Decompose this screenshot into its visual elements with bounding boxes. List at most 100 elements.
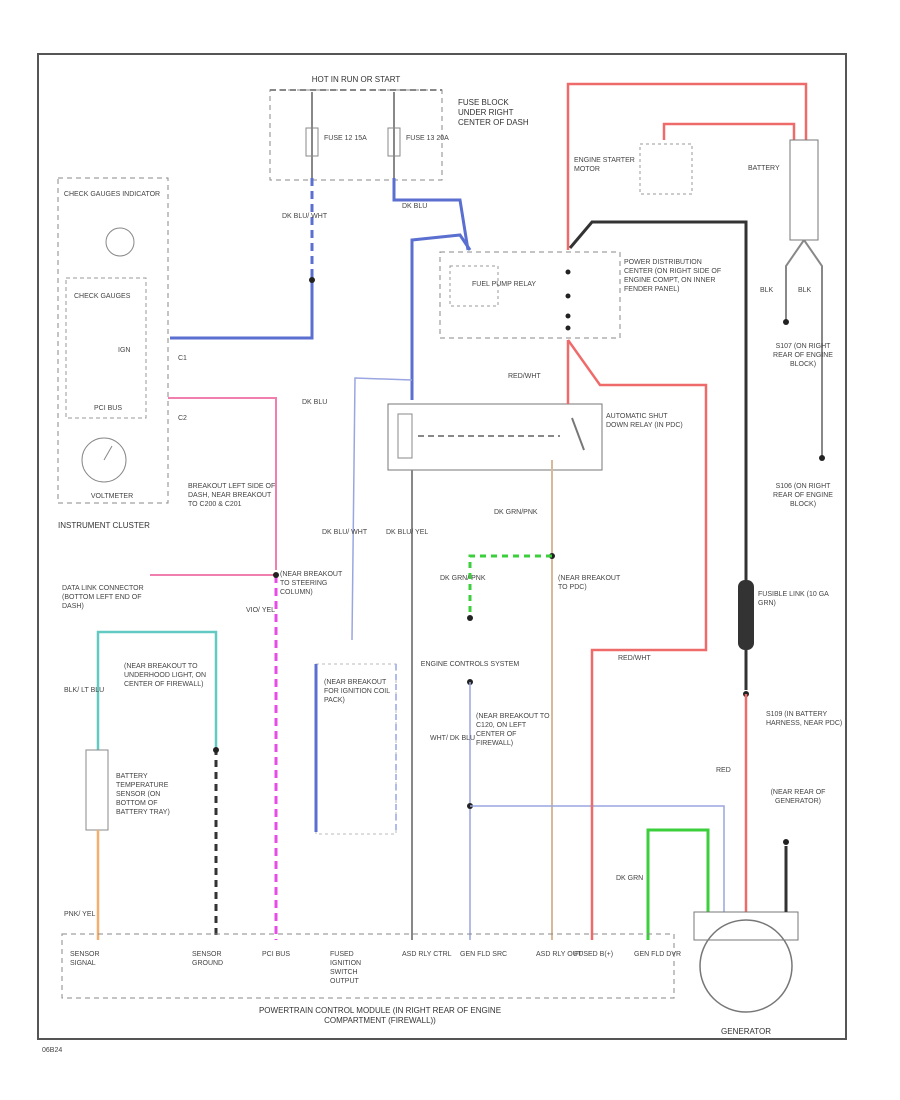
c2-label: C2: [178, 415, 187, 422]
fuse12-label: FUSE 12 15A: [324, 135, 367, 142]
splice-s215: [309, 277, 315, 283]
wire-code-blk-ltblu: BLK/ LT BLU: [64, 687, 104, 694]
wire-code-dkblu: DK BLU: [302, 399, 327, 406]
check-gauges-indicator-label: CHECK GAUGES INDICATOR: [64, 191, 160, 198]
pcm-pin-3: FUSED IGNITION SWITCH OUTPUT: [330, 951, 362, 985]
wire-dkgrn-gen-fld-dvr: [646, 828, 710, 940]
starter-wrap: ENGINE STARTER MOTOR: [574, 157, 635, 173]
diagram-frame: [37, 53, 847, 1040]
rear-gen-wrap: (NEAR REAR OF GENERATOR): [771, 789, 826, 805]
wire-red-starter: [662, 122, 796, 140]
engine-controls-node: [467, 615, 473, 621]
wire-code-blk-2: BLK: [798, 287, 812, 294]
wire-dkblu-to-coil: [351, 377, 413, 641]
gen-ground-node: [783, 839, 789, 845]
fuel-pump-relay-box: [449, 265, 499, 307]
pcm-pin-label: FUSED B(+): [574, 951, 614, 958]
fuel-pump-relay-label: FUEL PUMP RELAY: [472, 281, 536, 288]
ign-coil-wrap: (NEAR BREAKOUT FOR IGNITION COIL PACK): [324, 679, 390, 704]
asd-relay-coil-icon: [397, 413, 413, 459]
wire-blk-ltblu-teal: [96, 630, 218, 750]
underhood-light-wrap: (NEAR BREAKOUT TO UNDERHOOD LIGHT, ON CE…: [124, 663, 207, 688]
wire-blk-gen-output: [568, 220, 748, 580]
pcm-pin-label: ASD RLY OUT: [536, 951, 583, 958]
s106-label: S106 (ON RIGHT REAR OF ENGINE BLOCK): [773, 483, 833, 508]
wire-code-red-wht: RED/WHT: [508, 373, 541, 380]
starter-label: ENGINE STARTER MOTOR: [574, 157, 635, 173]
voltmeter-label: VOLTMETER: [91, 493, 133, 500]
fusible-link-icon: [738, 580, 754, 650]
pdc-node-3: [565, 313, 571, 319]
wire-code-vio-yel: VIO/ YEL: [246, 607, 275, 614]
fusible-link-wrap: FUSIBLE LINK (10 GA GRN): [758, 591, 829, 607]
pcm-pin-label: GEN FLD SRC: [460, 951, 508, 958]
cluster-module: [65, 277, 147, 419]
pcm-pin-label: FUSED IGNITION SWITCH OUTPUT: [330, 951, 362, 985]
pcm-pin-2: PCI BUS: [262, 951, 291, 958]
s101-wrap: (NEAR BREAKOUT TO PDC): [558, 575, 621, 591]
pcm-pin-8: GEN FLD DVR: [634, 951, 682, 958]
s120-wrap: (NEAR BREAKOUT TO C120, ON LEFT CENTER O…: [476, 713, 550, 747]
wire-blk-ground-s107: [785, 239, 805, 320]
wire-blk-ground-s106: [803, 239, 823, 456]
wire-gen-field-src: [470, 805, 725, 912]
splice-left-dash-label: BREAKOUT LEFT SIDE OF DASH, NEAR BREAKOU…: [188, 483, 276, 508]
underhood-light-label: (NEAR BREAKOUT TO UNDERHOOD LIGHT, ON CE…: [124, 663, 207, 688]
pcm-pin-label: PCI BUS: [262, 951, 291, 958]
battery-temp-wrap: BATTERY TEMPERATURE SENSOR (ON BOTTOM OF…: [116, 773, 170, 816]
s109-wrap: S109 (IN BATTERY HARNESS, NEAR PDC): [766, 711, 842, 727]
near-steering-label: (NEAR BREAKOUT TO STEERING COLUMN): [280, 571, 343, 596]
engine-controls-label: ENGINE CONTROLS SYSTEM: [421, 661, 520, 668]
wire-code-dkgrn-2: DK GRN: [616, 875, 643, 882]
s101-label: (NEAR BREAKOUT TO PDC): [558, 575, 621, 591]
pcm-label: POWERTRAIN CONTROL MODULE (IN RIGHT REAR…: [258, 1006, 502, 1025]
s120-label: (NEAR BREAKOUT TO C120, ON LEFT CENTER O…: [476, 713, 550, 747]
pcm-pin-6: ASD RLY OUT: [536, 951, 583, 958]
splice-s147: [213, 747, 219, 753]
data-link-label: DATA LINK CONNECTOR (BOTTOM LEFT END OF …: [62, 585, 144, 610]
wire-ign-to-cluster: [170, 275, 314, 340]
wire-red-wht-fused-b: [566, 339, 708, 940]
data-link-wrap: DATA LINK CONNECTOR (BOTTOM LEFT END OF …: [62, 585, 144, 610]
asd-relay-label: AUTOMATIC SHUT DOWN RELAY (IN PDC): [606, 413, 683, 429]
check-gauges-lamp-icon: [105, 227, 135, 257]
pcm-pin-labels: SENSOR SIGNAL SENSOR GROUND PCI BUS FUSED I…: [70, 951, 682, 985]
wire-code-fuse12: DK BLU/ WHT: [282, 213, 328, 220]
pdc-wrap: POWER DISTRIBUTION CENTER (ON RIGHT SIDE…: [624, 259, 721, 293]
pci-bus-cluster-label: PCI BUS: [94, 405, 122, 412]
check-gauges-label: CHECK GAUGES: [74, 293, 131, 300]
wire-code-red: RED: [716, 767, 731, 774]
fusible-link-label: FUSIBLE LINK (10 GA GRN): [758, 591, 829, 607]
pcm-pin-4: ASD RLY CTRL: [402, 951, 452, 958]
ign-label: IGN: [118, 347, 130, 354]
figure-id: 06B24: [42, 1047, 62, 1054]
near-steering-wrap: (NEAR BREAKOUT TO STEERING COLUMN): [280, 571, 343, 596]
splice-left-dash-wrap: BREAKOUT LEFT SIDE OF DASH, NEAR BREAKOU…: [188, 483, 276, 508]
battery-temp-sensor-icon: [85, 749, 109, 831]
wire-code-pnk-yel: PNK/ YEL: [64, 911, 95, 918]
wire-code-blk-1: BLK: [760, 287, 774, 294]
pcm-box: [61, 933, 675, 999]
c1-label: C1: [178, 355, 187, 362]
fuse-block-label-wrap: FUSE BLOCK UNDER RIGHT CENTER OF DASH: [458, 98, 529, 127]
pcm-pin-0: SENSOR SIGNAL: [70, 951, 100, 967]
pcm-pin-7: FUSED B(+): [574, 951, 614, 958]
hot-in-run-label: HOT IN RUN OR START: [312, 75, 401, 84]
asd-relay-contact: [571, 417, 585, 451]
wire-code-wht-dkblu: WHT/ DK BLU: [430, 735, 475, 742]
battery-temp-label: BATTERY TEMPERATURE SENSOR (ON BOTTOM OF…: [116, 773, 170, 816]
ign-coil-label: (NEAR BREAKOUT FOR IGNITION COIL PACK): [324, 679, 390, 704]
battery-label: BATTERY: [748, 165, 780, 172]
instrument-cluster-box: [57, 177, 169, 504]
fuse-block-label: FUSE BLOCK UNDER RIGHT CENTER OF DASH: [458, 98, 529, 127]
wire-code-fuse13: DK BLU: [402, 203, 427, 210]
battery-icon: [789, 139, 819, 241]
fuse12-icon: [305, 127, 319, 157]
pcm-pin-label: GEN FLD DVR: [634, 951, 682, 958]
pcm-label-wrap: POWERTRAIN CONTROL MODULE (IN RIGHT REAR…: [258, 1006, 502, 1025]
pcm-pin-1: SENSOR GROUND: [192, 951, 223, 967]
wire-red-battery-pdc: [566, 82, 808, 250]
asd-relay-wrap: AUTOMATIC SHUT DOWN RELAY (IN PDC): [606, 413, 683, 429]
s106-wrap: S106 (ON RIGHT REAR OF ENGINE BLOCK): [773, 483, 833, 508]
